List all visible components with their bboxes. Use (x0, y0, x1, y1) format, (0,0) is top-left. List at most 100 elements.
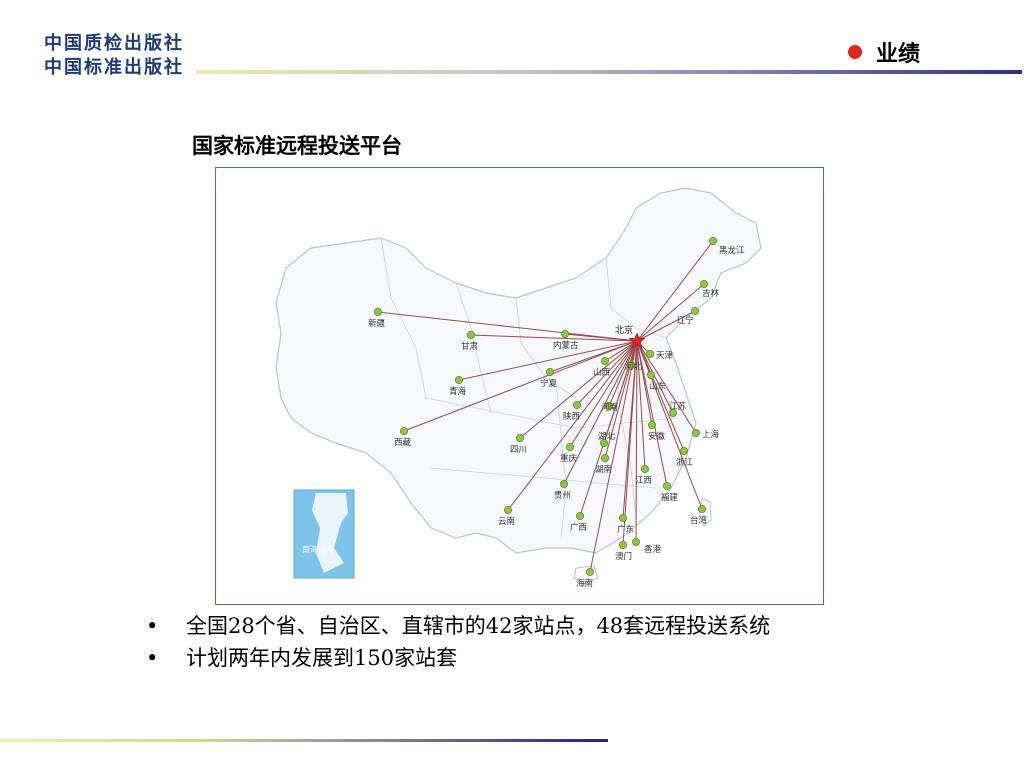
province-label: 河南 (601, 402, 618, 413)
province-label: 台湾 (690, 515, 708, 526)
province-label: 吉林 (702, 288, 720, 299)
route-line (636, 283, 705, 342)
header-divider (196, 70, 1022, 74)
province-label: 云南 (498, 516, 515, 527)
province-label: 新疆 (368, 318, 386, 329)
footer-divider (0, 739, 608, 742)
station-dot (645, 349, 654, 358)
route-line (636, 340, 674, 414)
route-line (576, 340, 638, 406)
map-title: 国家标准远程投送平台 (192, 134, 402, 158)
station-dot (626, 360, 635, 369)
route-line (563, 340, 638, 485)
bullet-icon: • (146, 614, 159, 638)
province-label: 陕西 (563, 411, 580, 422)
province-label: 辽宁 (677, 315, 694, 326)
province-label: 四川 (510, 445, 527, 455)
station-dot (604, 401, 613, 410)
bullet-text-2: 计划两年内发展到150家站套 (186, 646, 458, 670)
province-label: 重庆 (560, 453, 578, 464)
hub-star-icon (628, 332, 646, 349)
route-line (470, 334, 638, 342)
route-line (519, 340, 638, 439)
province-label: 内蒙古 (553, 340, 579, 351)
province-label: 广西 (570, 522, 587, 533)
section-marker: 业绩 (848, 36, 920, 68)
route-line (635, 340, 638, 543)
hub-marker: 北京 (615, 324, 646, 349)
province-label: 福建 (661, 492, 679, 503)
china-outline (275, 187, 762, 554)
province-label: 澳门 (615, 551, 632, 562)
publisher-logo: 中国质检出版社 中国标准出版社 (44, 32, 200, 80)
province-label: 黑龙江 (719, 245, 745, 256)
route-line (507, 340, 638, 511)
station-dot (691, 428, 700, 437)
province-label: 上海 (702, 429, 720, 440)
province-label: 宁夏 (540, 378, 558, 389)
station-dot (640, 464, 649, 473)
station-dot (454, 375, 463, 384)
station-dot (559, 479, 568, 488)
station-dot (600, 356, 609, 365)
route-line (636, 310, 696, 342)
province-label: 山西 (593, 367, 610, 378)
province-label: 香港 (644, 544, 662, 555)
route-line (636, 340, 668, 487)
province-label: 湖南 (595, 464, 612, 475)
station-dot (600, 453, 609, 462)
station-dot (585, 567, 594, 576)
route-line (636, 340, 646, 470)
bullet-item: • 全国28个省、自治区、直辖市的42家站点，48套远程投送系统 (146, 610, 770, 642)
province-label: 天津 (656, 350, 674, 361)
route-line (636, 340, 703, 510)
route-line (377, 311, 638, 342)
inset-label: 南海诸岛 (302, 544, 334, 554)
summary-bullets: • 全国28个省、自治区、直辖市的42家站点，48套远程投送系统 • 计划两年内发展… (146, 610, 770, 674)
province-label: 山东 (649, 381, 666, 392)
province-label: 江苏 (669, 401, 687, 412)
province-label: 海南 (576, 578, 593, 589)
province-label: 甘肃 (461, 341, 479, 352)
station-dot (373, 307, 382, 316)
bullet-icon: • (146, 646, 159, 670)
route-line (458, 340, 638, 381)
province-label: 广东 (617, 524, 634, 535)
station-dot (697, 504, 706, 513)
logo-line-2: 中国标准出版社 (44, 57, 184, 78)
station-dot (690, 306, 699, 315)
station-dot (399, 426, 408, 435)
station-dot (575, 511, 584, 520)
bullet-text-1: 全国28个省、自治区、直辖市的42家站点，48套远程投送系统 (186, 614, 771, 638)
red-bullet-icon (848, 45, 862, 59)
province-boundaries (380, 237, 677, 539)
logo-line-1: 中国质检出版社 (44, 33, 184, 54)
station-dot (668, 408, 677, 417)
station-dot (560, 329, 569, 338)
route-line (589, 340, 638, 573)
route-line (636, 240, 714, 342)
province-label: 浙江 (676, 457, 694, 468)
station-dot (466, 330, 475, 339)
station-dot (618, 513, 627, 522)
station-dot (618, 540, 627, 549)
hub-label: 北京 (615, 324, 633, 336)
station-dot (503, 505, 512, 514)
section-title: 业绩 (876, 42, 921, 67)
province-label: 湖北 (598, 432, 616, 442)
province-label: 江西 (635, 476, 652, 486)
route-line (604, 340, 638, 459)
station-dot (565, 442, 574, 451)
province-label: 青海 (449, 386, 467, 397)
province-label: 西藏 (394, 437, 412, 448)
province-label: 安徽 (648, 431, 666, 442)
station-dot (545, 367, 554, 376)
route-lines (377, 240, 714, 573)
route-line (403, 340, 638, 432)
route-line (569, 340, 638, 448)
province-label: 河北 (625, 361, 643, 372)
china-map: 南海诸岛 黑龙江吉林辽宁 新疆甘肃 内蒙古天津河北山西宁夏 山东 青海陕西 河南 江苏安徽 上… (215, 167, 824, 605)
station-dot (679, 446, 688, 455)
